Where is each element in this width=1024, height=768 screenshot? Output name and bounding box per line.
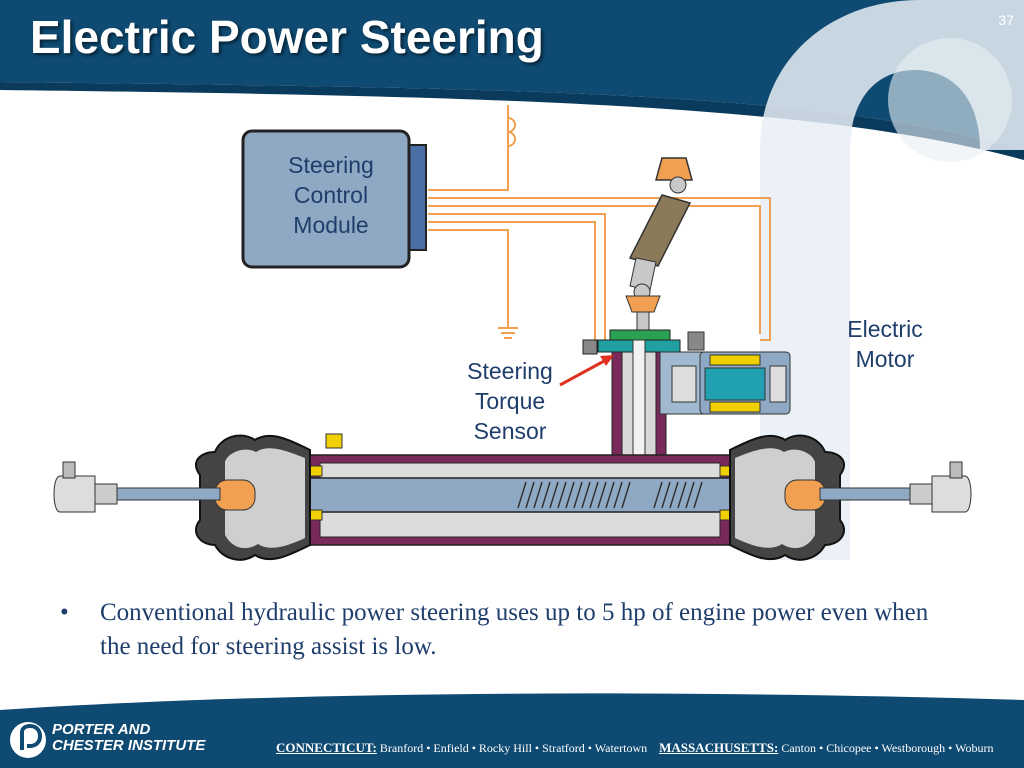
page-title: Electric Power Steering xyxy=(30,11,544,63)
torque-sensor-arrow xyxy=(559,355,614,387)
control-module xyxy=(241,129,427,269)
right-boot xyxy=(729,434,845,561)
bullet-marker: • xyxy=(60,599,69,626)
ct-label: CONNECTICUT: xyxy=(276,740,377,755)
tie-rods xyxy=(53,461,972,513)
footer-logo xyxy=(10,722,46,758)
campus-list: CONNECTICUT: Branford • Enfield • Rocky … xyxy=(276,740,994,756)
slide-number: 37 xyxy=(998,12,1014,28)
bullet-item: Conventional hydraulic power steering us… xyxy=(100,599,929,660)
wiring-harness xyxy=(428,105,771,341)
ma-label: MASSACHUSETTS: xyxy=(659,740,779,755)
logo-text: PORTER AND CHESTER INSTITUTE xyxy=(52,722,205,754)
ma-cities: Canton • Chicopee • Westborough • Woburn xyxy=(781,741,994,755)
rack-housing xyxy=(259,433,771,546)
electric-motor xyxy=(659,331,791,415)
electric-motor-label: Electric Motor xyxy=(847,316,923,372)
steering-column xyxy=(625,157,693,331)
left-boot xyxy=(195,434,311,561)
control-module-label: Steering Control Module xyxy=(288,152,374,238)
torque-sensor-label: Steering Torque Sensor xyxy=(467,358,553,444)
ct-cities: Branford • Enfield • Rocky Hill • Stratf… xyxy=(379,741,648,755)
logo-line1: PORTER AND xyxy=(52,721,151,738)
logo-line2: CHESTER INSTITUTE xyxy=(52,737,206,754)
torque-sensor xyxy=(582,329,681,355)
